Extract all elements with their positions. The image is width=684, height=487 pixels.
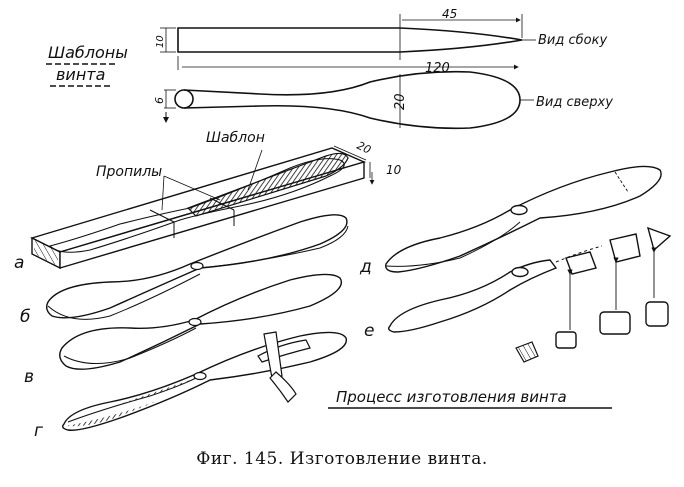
step-v-label: в (24, 367, 34, 387)
knife-icon (257, 331, 311, 403)
top-view-label: Вид сверху (536, 95, 613, 110)
blank-width-dim: 20 (355, 139, 373, 157)
templates-section: Шаблоны винта 10 45 Вид сбоку 120 (46, 7, 613, 130)
propeller-step-d: д (359, 165, 662, 277)
process-label: Процесс изготовления винта (336, 388, 567, 406)
propeller-step-v: в (24, 273, 342, 387)
step-g-label: г (34, 421, 43, 441)
propeller-step-e: е (364, 226, 672, 363)
cuts-label: Пропилы (96, 164, 162, 180)
step-d-label: д (359, 257, 372, 277)
top-view-template: 6 20 Вид сверху (153, 70, 613, 130)
propeller-step-g: г (34, 331, 348, 441)
figure-caption: Фиг. 145. Изготовление винта. (196, 449, 488, 469)
length-dim-value: 120 (425, 61, 450, 76)
overall-length-dim: 120 (177, 56, 519, 76)
side-thickness-dim: 10 (155, 35, 166, 48)
hub-dim: 6 (153, 97, 166, 104)
taper-length-dim: 45 (442, 7, 457, 21)
propeller-step-b: б (20, 214, 349, 327)
width-dim: 20 (393, 93, 408, 110)
wooden-blank: Шаблон Пропилы 20 10 а (14, 130, 402, 273)
template-label: Шаблон (206, 130, 265, 146)
side-view-label: Вид сбоку (538, 33, 607, 48)
step-b-label: б (20, 307, 30, 327)
templates-title: Шаблоны (48, 43, 128, 62)
blank-height-dim: 10 (386, 163, 402, 177)
templates-title-2: винта (56, 65, 105, 84)
side-view-template: 10 45 Вид сбоку (155, 7, 607, 60)
step-a-label: а (14, 253, 24, 273)
step-e-label: е (364, 321, 374, 341)
